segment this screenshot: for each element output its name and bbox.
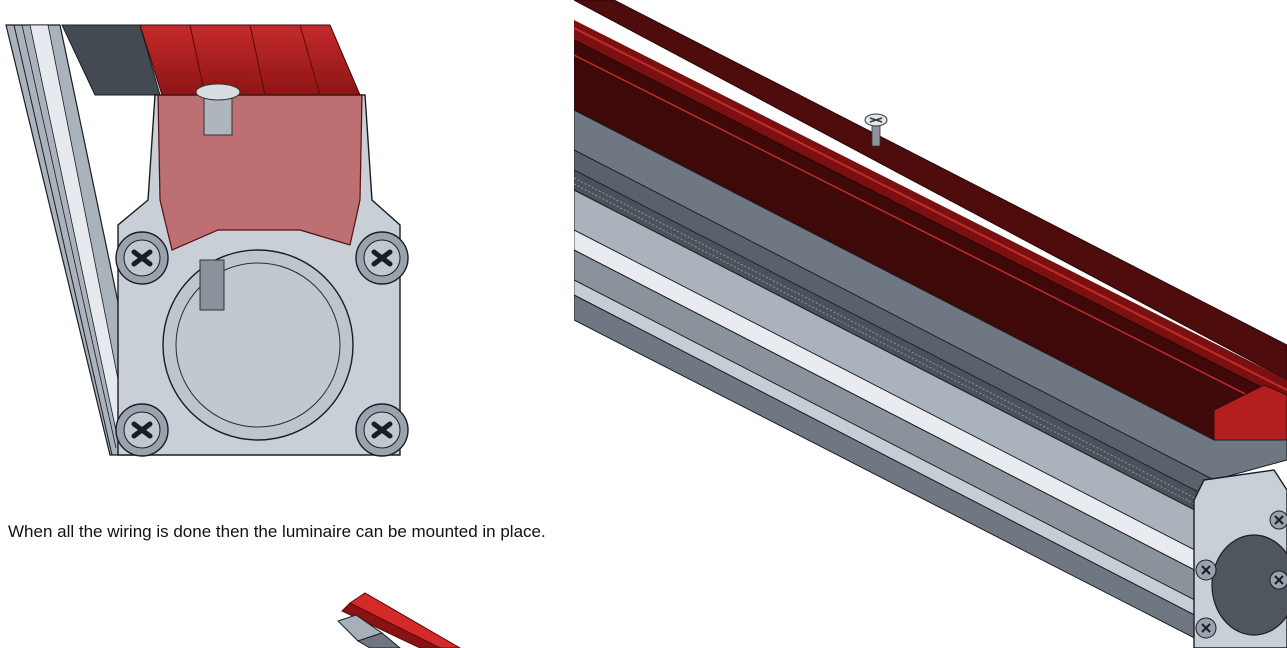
phillips-screw-icon: [355, 403, 409, 457]
phillips-screw-icon: [864, 113, 888, 147]
phillips-screw-icon: [115, 231, 169, 285]
end-view-illustration: [0, 0, 420, 462]
phillips-screw-icon: [1269, 510, 1287, 530]
phillips-screw-icon: [1195, 559, 1217, 581]
phillips-screw-icon: [1269, 570, 1287, 590]
mounting-instruction-text: When all the wiring is done then the lum…: [8, 522, 546, 541]
isometric-profile-illustration: [574, 0, 1287, 648]
phillips-screw-icon: [355, 231, 409, 285]
phillips-screw-icon: [1195, 617, 1217, 639]
phillips-screw-icon: [115, 403, 169, 457]
mounting-illustration-partial: [320, 585, 480, 648]
